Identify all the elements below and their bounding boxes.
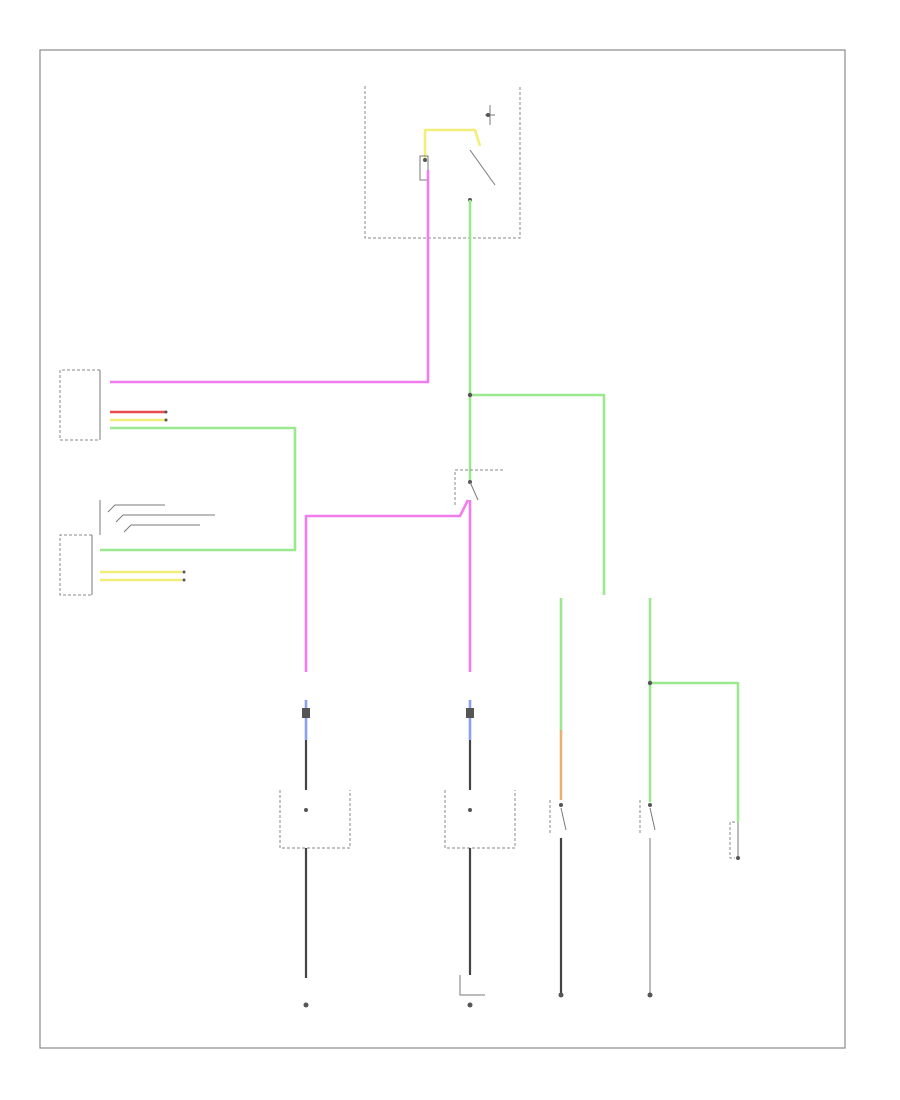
- ground-point: [558, 992, 564, 998]
- right-branch-2: [639, 598, 740, 998]
- splice: [467, 392, 473, 398]
- connector-dot: [304, 808, 308, 812]
- wire-pink-middle-left: [304, 499, 470, 672]
- connector-dot: [486, 113, 490, 117]
- connector-dot: [468, 808, 472, 812]
- connector-dot: [648, 803, 652, 807]
- diagram-frame: [39, 49, 846, 1049]
- connector-dot: [164, 410, 168, 414]
- top-switch-module: [364, 86, 521, 239]
- left-connector-1: [59, 369, 297, 552]
- ground-point: [647, 992, 653, 998]
- ground-point: [467, 1002, 473, 1008]
- ground-point: [303, 1002, 309, 1008]
- splice: [647, 680, 653, 686]
- left-lamp-branch: [279, 700, 351, 1008]
- connector-dot: [182, 570, 186, 574]
- connector-dot: [182, 578, 186, 582]
- center-lamp-branch: [444, 700, 516, 1008]
- wire-pink-left: [110, 170, 430, 384]
- left-connector-2: [59, 500, 215, 596]
- connector-dot: [164, 418, 168, 422]
- wire-green-right: [470, 393, 606, 595]
- middle-switch: [454, 469, 505, 505]
- connector-dot: [423, 158, 427, 162]
- right-branch-1: [549, 598, 567, 998]
- connector-dot: [736, 856, 740, 860]
- connector-dot: [559, 803, 563, 807]
